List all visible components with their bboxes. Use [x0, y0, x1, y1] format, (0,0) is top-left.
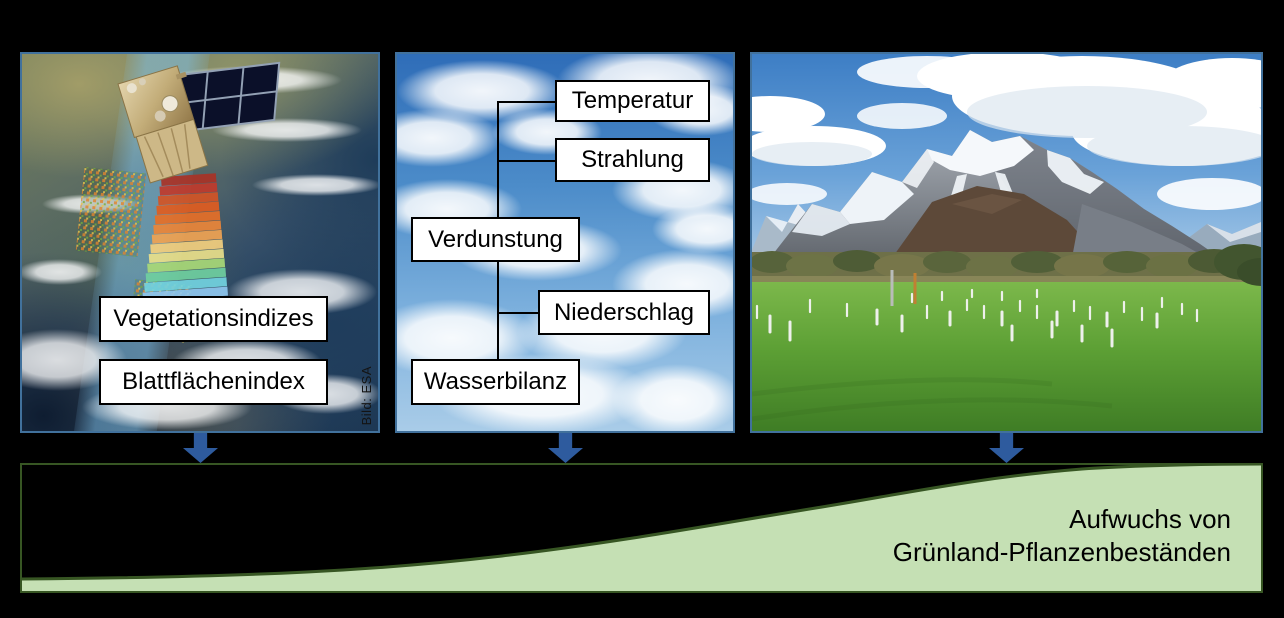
growth-caption-line1: Aufwuchs von	[1069, 504, 1231, 534]
growth-result-box: Aufwuchs von Grünland-Pflanzenbeständen	[20, 463, 1263, 593]
cloud-blob	[252, 174, 378, 196]
reed-band	[752, 276, 1261, 283]
label-precipitation: Niederschlag	[538, 290, 710, 335]
connector-precipitation	[497, 312, 540, 314]
rock-base-right	[1072, 204, 1207, 258]
mountain-meadow-scene	[752, 54, 1261, 431]
growth-caption: Aufwuchs von Grünland-Pflanzenbeständen	[893, 503, 1231, 569]
cloud-shading	[752, 86, 1261, 166]
satellite-panel: Vegetationsindizes Blattflächenindex Bil…	[20, 52, 380, 433]
label-water-balance: Wasserbilanz	[411, 359, 580, 405]
label-temperature: Temperatur	[555, 80, 710, 122]
rainbow-swath-steps	[141, 173, 229, 312]
label-evaporation: Verdunstung	[411, 217, 580, 262]
distant-snow-right	[1207, 222, 1261, 242]
label-vegetation-indices: Vegetationsindizes	[99, 296, 328, 342]
cloud-blob	[22, 259, 102, 285]
label-radiation: Strahlung	[555, 138, 710, 182]
label-leaf-area-index: Blattflächenindex	[99, 359, 328, 405]
forest-slope	[892, 186, 1100, 258]
meadow	[752, 282, 1261, 431]
growth-curve	[22, 465, 1261, 591]
plot-marker-sticks	[755, 288, 1199, 348]
field-tracks	[752, 377, 1113, 422]
distant-snow	[766, 204, 810, 232]
cloud-blob	[652, 204, 733, 254]
down-arrow-weather	[548, 433, 583, 463]
down-arrow-satellite	[183, 433, 218, 463]
down-arrow-field	[989, 433, 1024, 463]
field-photo-panel	[750, 52, 1263, 433]
cloud-blob	[612, 364, 733, 431]
snow-patches	[792, 130, 1104, 236]
image-credit: Bild: ESA	[359, 365, 374, 425]
weather-panel: Temperatur Strahlung Verdunstung Nieders…	[395, 52, 735, 433]
growth-caption-line2: Grünland-Pflanzenbeständen	[892, 537, 1231, 567]
slope-highlight	[952, 194, 1022, 214]
edge-tree-2	[1237, 258, 1261, 286]
connector-temperature	[497, 101, 557, 103]
satellite-body	[117, 61, 281, 184]
connector-radiation	[497, 160, 557, 162]
